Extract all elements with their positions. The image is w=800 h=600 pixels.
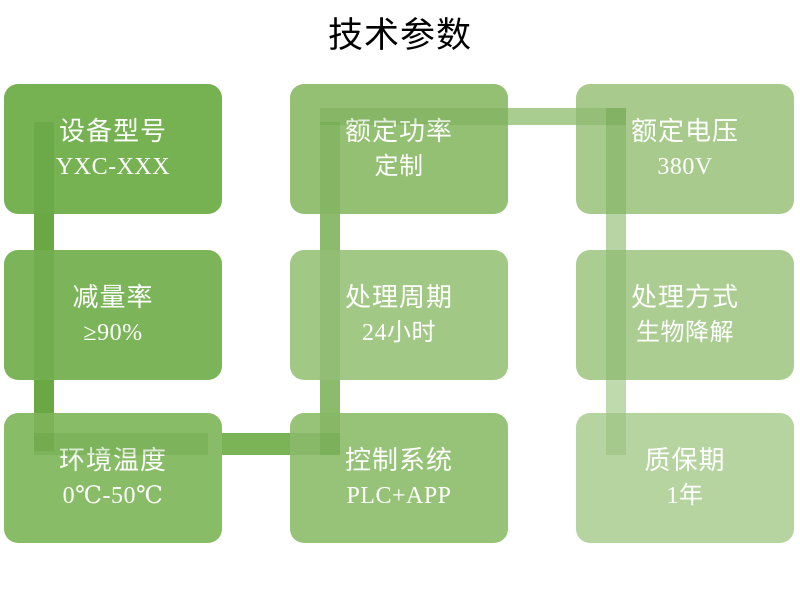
card-value: 定制 [374, 154, 424, 180]
card-value: PLC+APP [346, 483, 452, 509]
card-value: ≥90% [83, 320, 143, 346]
card-title: 额定电压 [630, 117, 739, 146]
card-title: 质保期 [644, 446, 726, 475]
card-title: 额定功率 [344, 117, 453, 146]
card-value: 1年 [666, 483, 704, 509]
connector-horizontal-top [498, 108, 590, 125]
card-value: 380V [657, 154, 713, 180]
card-rated-voltage[interactable]: 额定电压 380V [576, 84, 794, 214]
card-warranty-period[interactable]: 质保期 1年 [576, 413, 794, 543]
card-ambient-temperature[interactable]: 环境温度 0℃-50℃ [4, 413, 222, 543]
card-title: 环境温度 [58, 446, 167, 475]
card-treatment-method[interactable]: 处理方式 生物降解 [576, 250, 794, 380]
connector-vertical-right-upper [606, 200, 626, 262]
card-treatment-cycle[interactable]: 处理周期 24小时 [290, 250, 508, 380]
card-title: 减量率 [72, 283, 154, 312]
page-title: 技术参数 [327, 16, 472, 56]
card-reduction-rate[interactable]: 减量率 ≥90% [4, 250, 222, 380]
connector-vertical-left-upper [34, 200, 54, 262]
card-value: 0℃-50℃ [62, 483, 164, 509]
card-device-model[interactable]: 设备型号 YXC-XXX [4, 84, 222, 214]
card-title: 处理周期 [344, 283, 453, 312]
card-rated-power[interactable]: 额定功率 定制 [290, 84, 508, 214]
connector-horizontal-bottom [208, 433, 304, 455]
card-title: 设备型号 [58, 117, 167, 146]
card-title: 处理方式 [630, 283, 739, 312]
card-value: 24小时 [362, 320, 436, 346]
card-value: 生物降解 [636, 320, 734, 346]
card-control-system[interactable]: 控制系统 PLC+APP [290, 413, 508, 543]
connector-vertical-center-upper [320, 200, 340, 262]
card-title: 控制系统 [344, 446, 453, 475]
card-value: YXC-XXX [55, 154, 171, 180]
